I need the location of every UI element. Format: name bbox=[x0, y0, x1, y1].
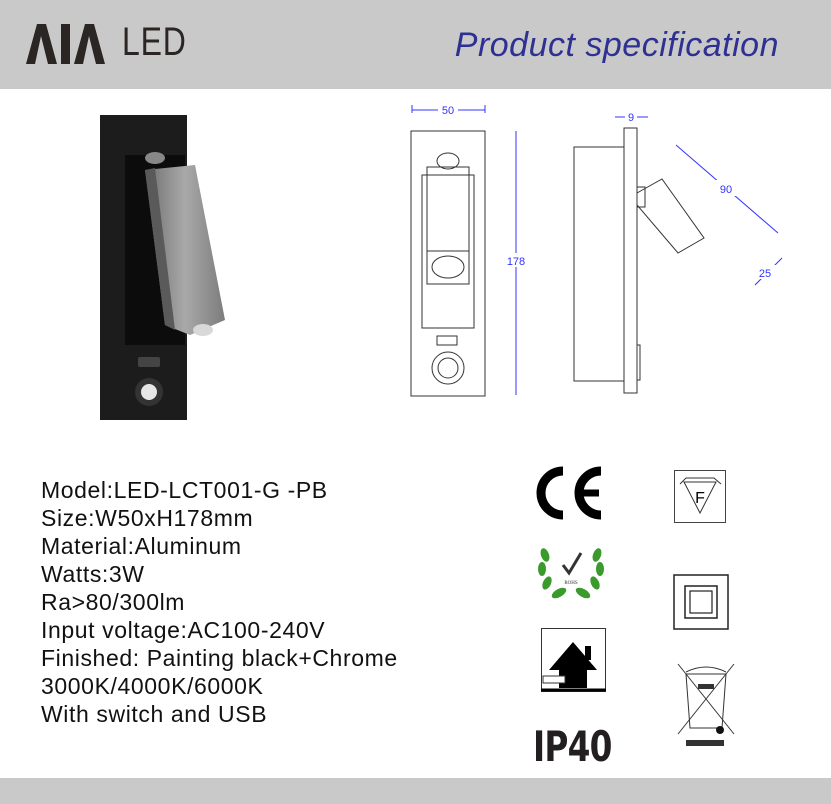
rohs-icon: ROHS bbox=[538, 548, 604, 599]
depth-dimension: 9 bbox=[628, 112, 634, 124]
header-bar: LED Product specification bbox=[0, 0, 831, 89]
arm-width-dimension: 25 bbox=[759, 268, 771, 280]
brand-suffix: LED bbox=[122, 20, 187, 64]
spec-size: Size:W50xH178mm bbox=[41, 505, 254, 531]
technical-drawing: 50 178 9 90 25 bbox=[410, 103, 783, 397]
spec-features: With switch and USB bbox=[41, 701, 268, 727]
product-photo bbox=[100, 115, 225, 420]
weee-bin-icon bbox=[677, 663, 735, 746]
width-dimension: 50 bbox=[442, 105, 454, 117]
height-dimension: 178 bbox=[507, 256, 525, 268]
aia-logo bbox=[26, 24, 105, 64]
spec-finish: Finished: Painting black+Chrome bbox=[41, 645, 398, 671]
spec-material: Material:Aluminum bbox=[41, 533, 242, 559]
arm-length-dimension: 90 bbox=[720, 184, 732, 196]
spec-model: Model:LED-LCT001-G -PB bbox=[41, 477, 328, 503]
footer-bar bbox=[0, 778, 831, 804]
indoor-use-icon bbox=[541, 628, 606, 692]
rohs-label: ROHS bbox=[564, 581, 578, 586]
spec-cct: 3000K/4000K/6000K bbox=[41, 673, 264, 699]
spec-voltage: Input voltage:AC100-240V bbox=[41, 617, 326, 643]
f-mark-icon: F bbox=[674, 470, 726, 523]
ce-mark-icon bbox=[536, 466, 602, 520]
ip-rating-label: IP40 bbox=[533, 722, 612, 771]
class-ii-icon bbox=[673, 574, 729, 630]
page-title: Product specification bbox=[454, 26, 779, 64]
spec-watts: Watts:3W bbox=[41, 561, 145, 587]
f-mark-letter: F bbox=[695, 490, 705, 507]
spec-list: Model:LED-LCT001-G -PB Size:W50xH178mm M… bbox=[41, 476, 398, 728]
spec-ra: Ra>80/300lm bbox=[41, 589, 186, 615]
